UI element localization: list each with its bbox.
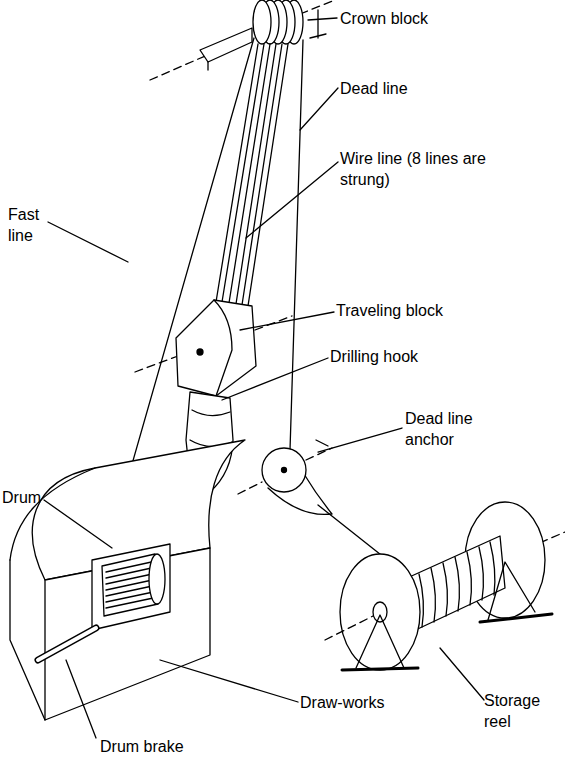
leader-line [318, 428, 402, 452]
reel-stand [342, 668, 418, 670]
dead-line-wire [290, 40, 303, 450]
crown-frame [200, 28, 252, 62]
block-axle [135, 356, 178, 372]
strung-wire [248, 44, 288, 306]
strung-wire [236, 44, 276, 304]
block-pin [197, 349, 203, 355]
drum [149, 554, 165, 604]
leader-line [160, 660, 298, 702]
anchor-pin [282, 468, 287, 473]
part-label: Drilling hook [330, 346, 530, 367]
reel-hub [373, 602, 387, 622]
drum-brake [38, 628, 96, 660]
strung-wire [222, 44, 264, 302]
part-label: Drum brake [100, 736, 220, 757]
part-label: Storage reel [484, 690, 559, 732]
reel-stand [480, 614, 552, 622]
draw-works-front [45, 548, 210, 720]
part-label: Fast line [8, 204, 53, 246]
part-label: Traveling block [336, 300, 536, 321]
reel-stand [356, 615, 404, 668]
part-label: Drum [2, 487, 62, 508]
anchor-bracket [316, 440, 328, 446]
traveling-block [214, 300, 232, 396]
leader-line [48, 222, 128, 262]
leader-line [308, 18, 337, 20]
leader-line [300, 88, 338, 130]
strung-wire [242, 44, 282, 305]
part-label: Crown block [340, 8, 540, 29]
strung-wire [216, 44, 258, 302]
anchor-axle [238, 482, 262, 494]
leader-line [44, 500, 112, 548]
traveling-block [176, 300, 256, 396]
drum-brake [38, 628, 96, 660]
leader-line [240, 312, 334, 330]
draw-works-housing [10, 468, 95, 560]
draw-works-window [92, 544, 170, 630]
reel-axle [325, 616, 373, 640]
dead-line-anchor [262, 448, 306, 492]
leader-line [66, 660, 96, 738]
leader-line [246, 162, 338, 238]
part-label: Wire line (8 lines are strung) [340, 148, 490, 190]
crown-frame [207, 62, 208, 70]
crown-frame [317, 10, 318, 38]
part-label: Draw-works [300, 692, 420, 713]
strung-wire [229, 44, 270, 303]
anchor-axle [306, 448, 332, 460]
reel-flange [340, 554, 420, 670]
leader-line [222, 358, 328, 400]
leader-line [440, 648, 484, 700]
part-label: Dead line [340, 78, 540, 99]
crown-axle [150, 53, 212, 80]
crown-frame [310, 34, 326, 38]
draw-works-housing [10, 560, 45, 720]
part-label: Dead line anchor [405, 408, 505, 450]
crown-sheave [253, 0, 271, 44]
reel-stand [488, 562, 535, 620]
